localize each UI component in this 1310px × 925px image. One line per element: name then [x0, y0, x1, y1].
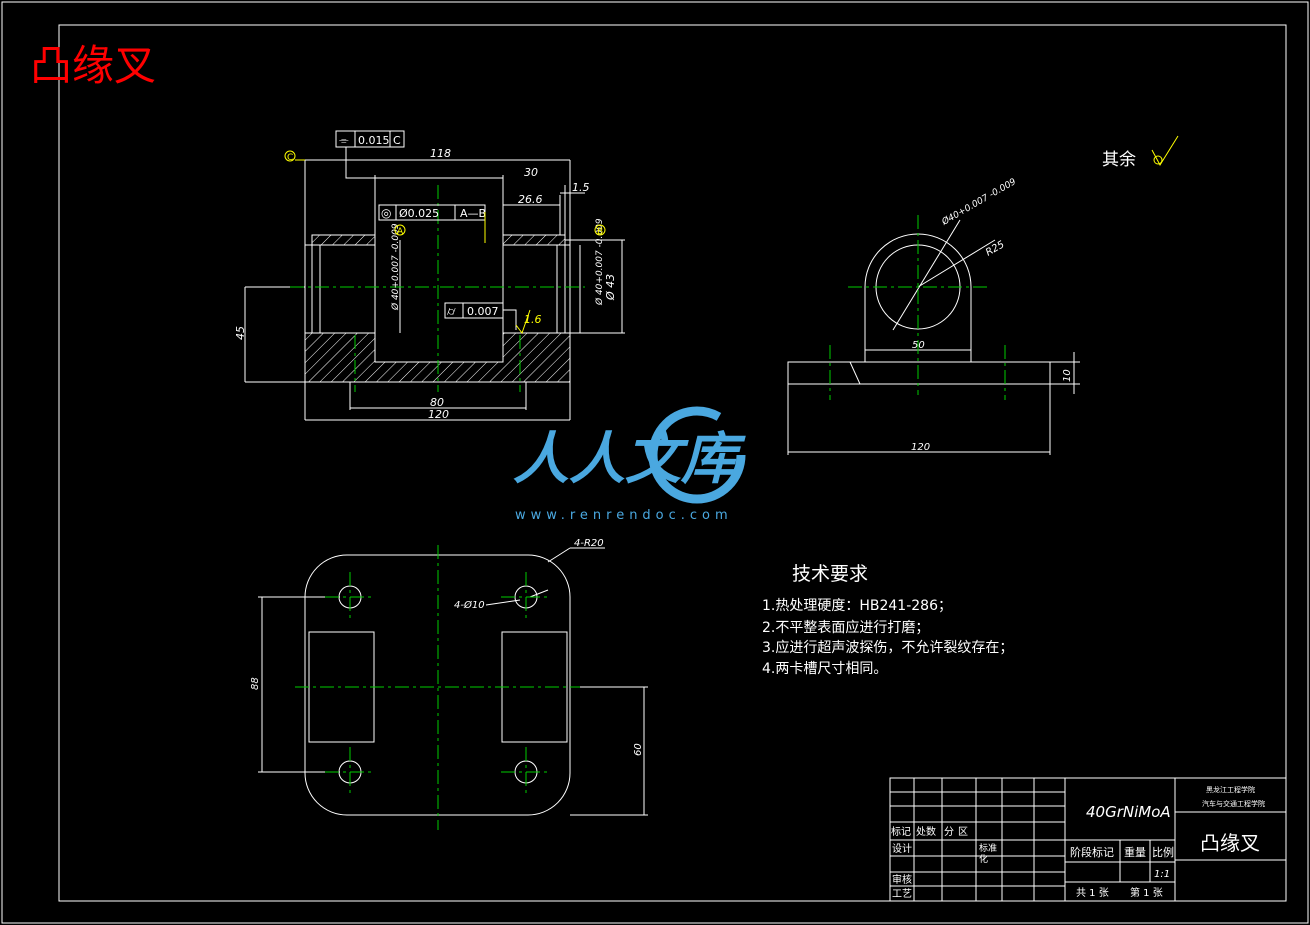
side-view	[787, 219, 1080, 455]
tb-stage-mark: 阶段标记	[1070, 845, 1114, 859]
tech-requirements: 技术要求 1.热处理硬度：HB241-286； 2.不平整表面应进行打磨； 3.…	[762, 563, 1013, 677]
dim-roughness: 1.6	[524, 313, 542, 326]
dim-30: 30	[524, 166, 538, 179]
datum-markers: A B C	[284, 150, 606, 237]
dim-top-corner-radius: 4-R20	[574, 538, 604, 549]
drawing-title: 凸缘叉	[30, 41, 156, 90]
dim-top-88: 88	[250, 677, 261, 690]
dim-120-front: 120	[428, 408, 449, 421]
tb-scale-value: 1:1	[1154, 869, 1170, 880]
dim-bore-right-2: Ø 43	[604, 274, 617, 301]
front-dim-texts: 118 30 26.6 1.5 45 80 120 Ø 40+0.007 -0.…	[234, 147, 617, 421]
tb-total-sheets: 共 1 张	[1076, 887, 1109, 899]
tech-item-2: 2.不平整表面应进行打磨；	[762, 619, 929, 636]
tech-item-4: 4.两卡槽尺寸相同。	[762, 661, 887, 677]
tb-review: 审核	[892, 873, 912, 886]
watermark-url: www.renrendoc.com	[515, 508, 733, 523]
front-left-wall-top-hatch	[311, 234, 376, 246]
tb-weight: 重量	[1124, 845, 1146, 859]
watermark-circle-icon	[648, 406, 746, 504]
symmetry-symbol: ⌯	[339, 133, 349, 147]
side-base	[787, 361, 1051, 385]
tb-school-2: 汽车与交通工程学院	[1202, 799, 1265, 808]
concentricity-tolerance-frame: ◎ Ø0.025 A—B	[378, 204, 486, 243]
tb-school-1: 黑龙江工程学院	[1206, 785, 1255, 794]
datum-b-marker	[594, 224, 606, 236]
tb-label-count: 处数	[916, 825, 936, 838]
watermark-text: 人人文库	[513, 427, 746, 492]
dim-side-120: 120	[911, 442, 930, 453]
front-right-wall	[502, 234, 566, 334]
front-right-wall-top-hatch	[502, 234, 566, 246]
cylindricity-value: 0.007	[467, 305, 499, 318]
tb-part-name: 凸缘叉	[1200, 831, 1260, 855]
dim-118: 118	[430, 147, 451, 160]
datum-c-label: C	[287, 153, 293, 163]
tb-material: 40GrNiMoA	[1086, 803, 1171, 821]
title-block-texts: 40GrNiMoA 黑龙江工程学院 汽车与交通工程学院 凸缘叉 标记 处数 分 …	[891, 785, 1265, 900]
dim-top-60: 60	[633, 743, 644, 756]
side-center-lines	[829, 215, 1006, 400]
watermark-logo: 人人文库 www.renrendoc.com	[513, 406, 746, 523]
title-block	[889, 777, 1287, 902]
dim-side-bore: Ø40+0.007 -0.009	[939, 176, 1018, 228]
concentricity-symbol: ◎	[381, 206, 391, 220]
dim-side-10: 10	[1062, 369, 1073, 382]
dim-side-radius: R25	[984, 239, 1007, 258]
datum-a-marker	[394, 224, 406, 236]
dim-top-holes: 4-Ø10	[454, 599, 485, 611]
roughness-symbol-icon	[1151, 135, 1179, 167]
tb-sheet-no: 第 1 张	[1130, 886, 1163, 899]
front-left-wall	[311, 234, 376, 334]
side-dim-texts: Ø40+0.007 -0.009 R25 50 10 120	[911, 176, 1073, 453]
symmetry-datum: C	[393, 134, 401, 147]
top-view	[258, 547, 648, 816]
tech-heading: 技术要求	[792, 563, 868, 585]
tech-item-1: 1.热处理硬度：HB241-286；	[762, 598, 952, 614]
datum-c-marker	[284, 150, 296, 162]
tb-standardize: 标准	[979, 842, 997, 854]
symmetry-tolerance-frame: ⌯ 0.015 C	[335, 130, 405, 179]
tb-standardize-2: 化	[979, 853, 988, 865]
dim-bore-right-1: Ø 40+0.007 -0.009	[594, 218, 605, 306]
tech-item-3: 3.应进行超声波探伤，不允许裂纹存在；	[762, 639, 1013, 656]
dim-1-5: 1.5	[572, 181, 590, 194]
cylindricity-symbol: ⌭	[447, 304, 456, 318]
tb-label-zone: 区	[958, 826, 968, 838]
tb-label-mark: 标记	[891, 826, 911, 838]
symmetry-value: 0.015	[358, 134, 390, 147]
dim-side-50: 50	[912, 340, 925, 351]
front-view	[244, 159, 625, 421]
cylindricity-tolerance-frame: ⌭ 0.007	[444, 302, 531, 335]
tb-process: 工艺	[892, 888, 912, 900]
datum-a-label: A	[397, 227, 404, 237]
concentricity-datum: A—B	[460, 207, 486, 220]
dim-26-6: 26.6	[518, 193, 543, 206]
datum-b-label: B	[597, 227, 603, 237]
dim-80: 80	[430, 396, 444, 409]
finish-note: 其余	[1102, 150, 1136, 170]
top-dim-texts: 4-R20 4-Ø10 88 60	[250, 538, 644, 756]
dim-45: 45	[234, 326, 247, 340]
tb-scale: 比例	[1152, 845, 1174, 859]
concentricity-value: Ø0.025	[399, 207, 439, 220]
dim-bore-left: Ø 40+0.007 -0.009	[390, 223, 401, 311]
top-center-lines	[295, 545, 580, 830]
tb-design: 设计	[892, 842, 912, 855]
inner-frame	[58, 24, 1287, 902]
tb-label-part: 分	[944, 826, 954, 838]
